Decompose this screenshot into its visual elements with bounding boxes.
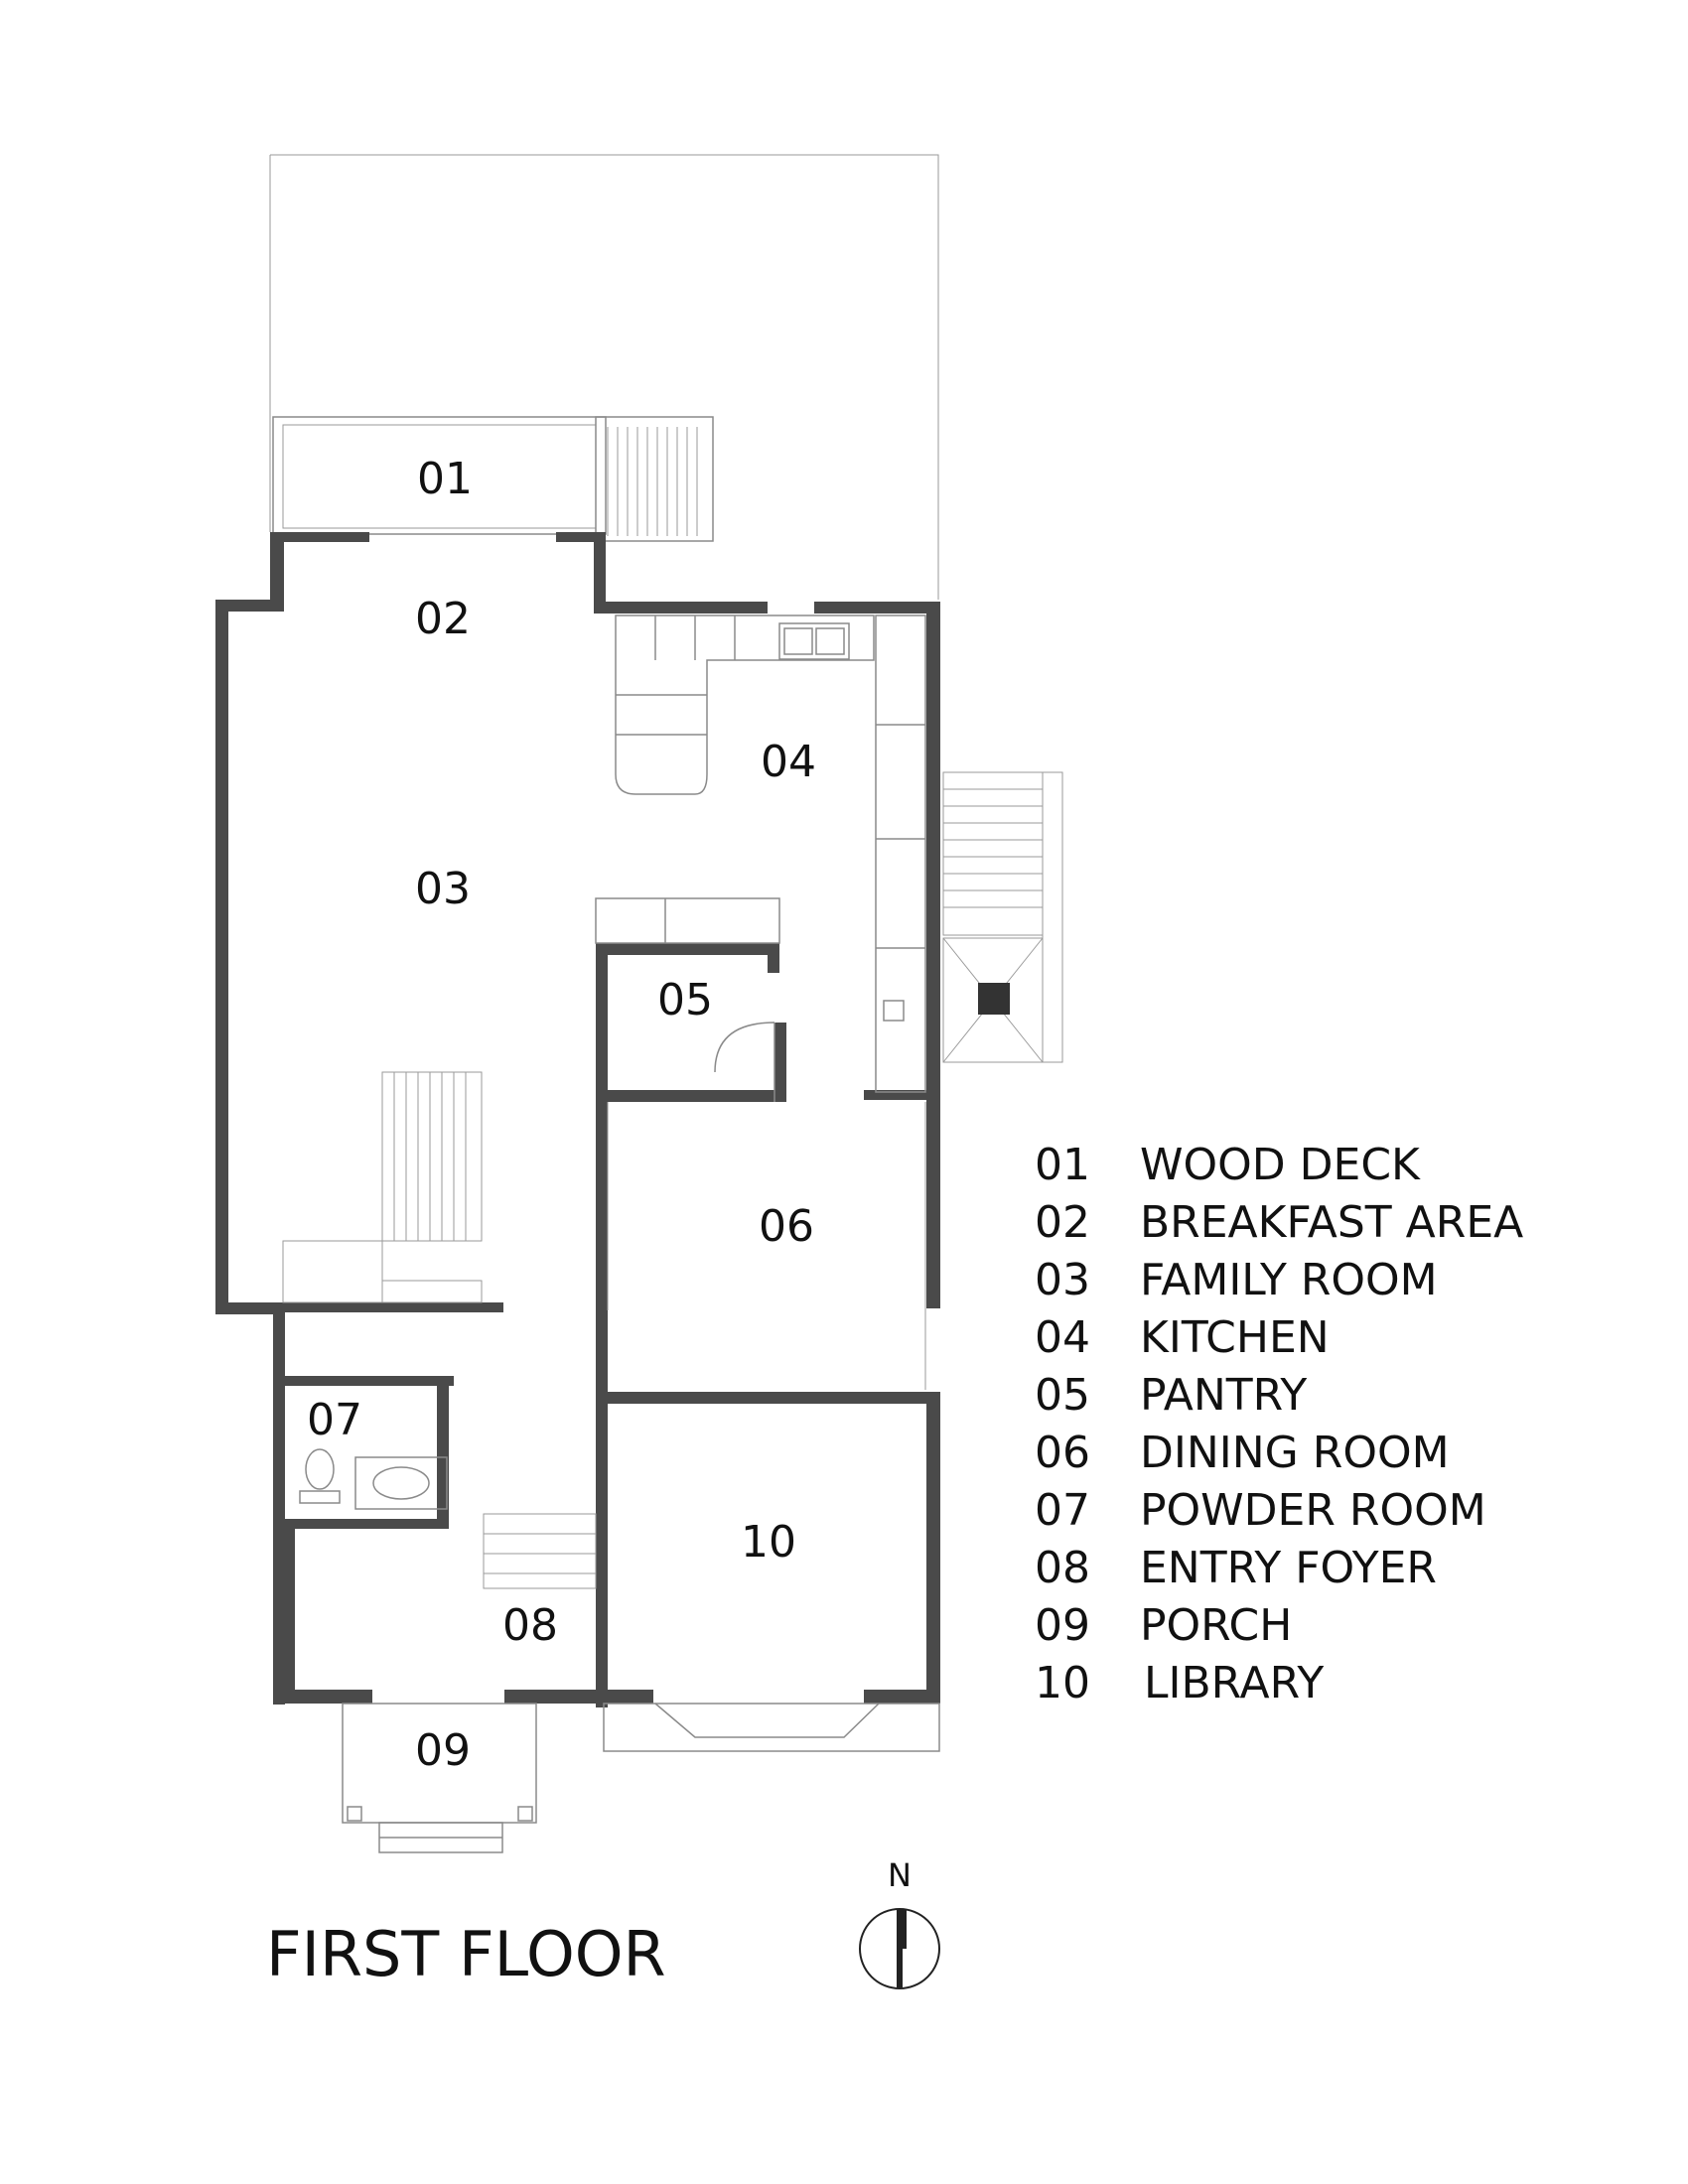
- page-title: FIRST FLOOR: [266, 1918, 666, 1990]
- legend-number: 05: [1035, 1370, 1090, 1421]
- room-legend: 01 WOOD DECK 02 BREAKFAST AREA 03 FAMILY…: [1035, 1140, 1523, 1708]
- room-label-07: 07: [307, 1395, 362, 1445]
- porch: [342, 1703, 537, 1853]
- legend-number: 06: [1035, 1428, 1090, 1478]
- wood-deck: [272, 416, 714, 542]
- library-bay: [603, 1703, 940, 1752]
- room-label-02: 02: [415, 594, 471, 644]
- lot-outline: [269, 154, 939, 600]
- legend-number: 01: [1035, 1140, 1090, 1190]
- legend-number: 09: [1035, 1600, 1090, 1651]
- room-label-10: 10: [741, 1517, 796, 1568]
- room-label-06: 06: [759, 1201, 814, 1252]
- pantry-door: [714, 1022, 775, 1102]
- room-label-03: 03: [415, 864, 471, 914]
- dining-window-line: [607, 1102, 926, 1390]
- main-stair: [282, 1071, 483, 1303]
- powder-room-fixtures: [299, 1448, 448, 1510]
- legend-number: 07: [1035, 1485, 1090, 1536]
- floor-grate: [978, 983, 1010, 1015]
- room-label-01: 01: [417, 454, 473, 504]
- room-label-09: 09: [415, 1725, 471, 1776]
- room-label-04: 04: [761, 737, 816, 787]
- legend-number: 04: [1035, 1312, 1090, 1363]
- legend-name: POWDER ROOM: [1140, 1485, 1486, 1536]
- legend-name: PANTRY: [1140, 1370, 1307, 1421]
- north-arrow: N: [859, 1856, 940, 1989]
- legend-name: ENTRY FOYER: [1140, 1543, 1437, 1593]
- legend-name: FAMILY ROOM: [1140, 1255, 1438, 1305]
- foyer-stair: [483, 1513, 597, 1589]
- legend-number: 03: [1035, 1255, 1090, 1305]
- exterior-walls: [215, 532, 940, 1705]
- legend-name: LIBRARY: [1144, 1658, 1324, 1708]
- room-label-08: 08: [502, 1600, 558, 1651]
- legend-name: WOOD DECK: [1140, 1140, 1421, 1190]
- interior-walls: [285, 943, 940, 1707]
- side-stair: [942, 771, 1063, 1063]
- legend-name: PORCH: [1140, 1600, 1292, 1651]
- legend-number: 08: [1035, 1543, 1090, 1593]
- legend-number: 10: [1035, 1658, 1090, 1708]
- legend-number: 02: [1035, 1197, 1090, 1248]
- kitchen-counters: [595, 614, 926, 1093]
- legend-name: KITCHEN: [1140, 1312, 1330, 1363]
- legend-name: DINING ROOM: [1140, 1428, 1450, 1478]
- north-label: N: [888, 1856, 912, 1894]
- legend-name: BREAKFAST AREA: [1140, 1197, 1523, 1248]
- room-label-05: 05: [657, 975, 713, 1025]
